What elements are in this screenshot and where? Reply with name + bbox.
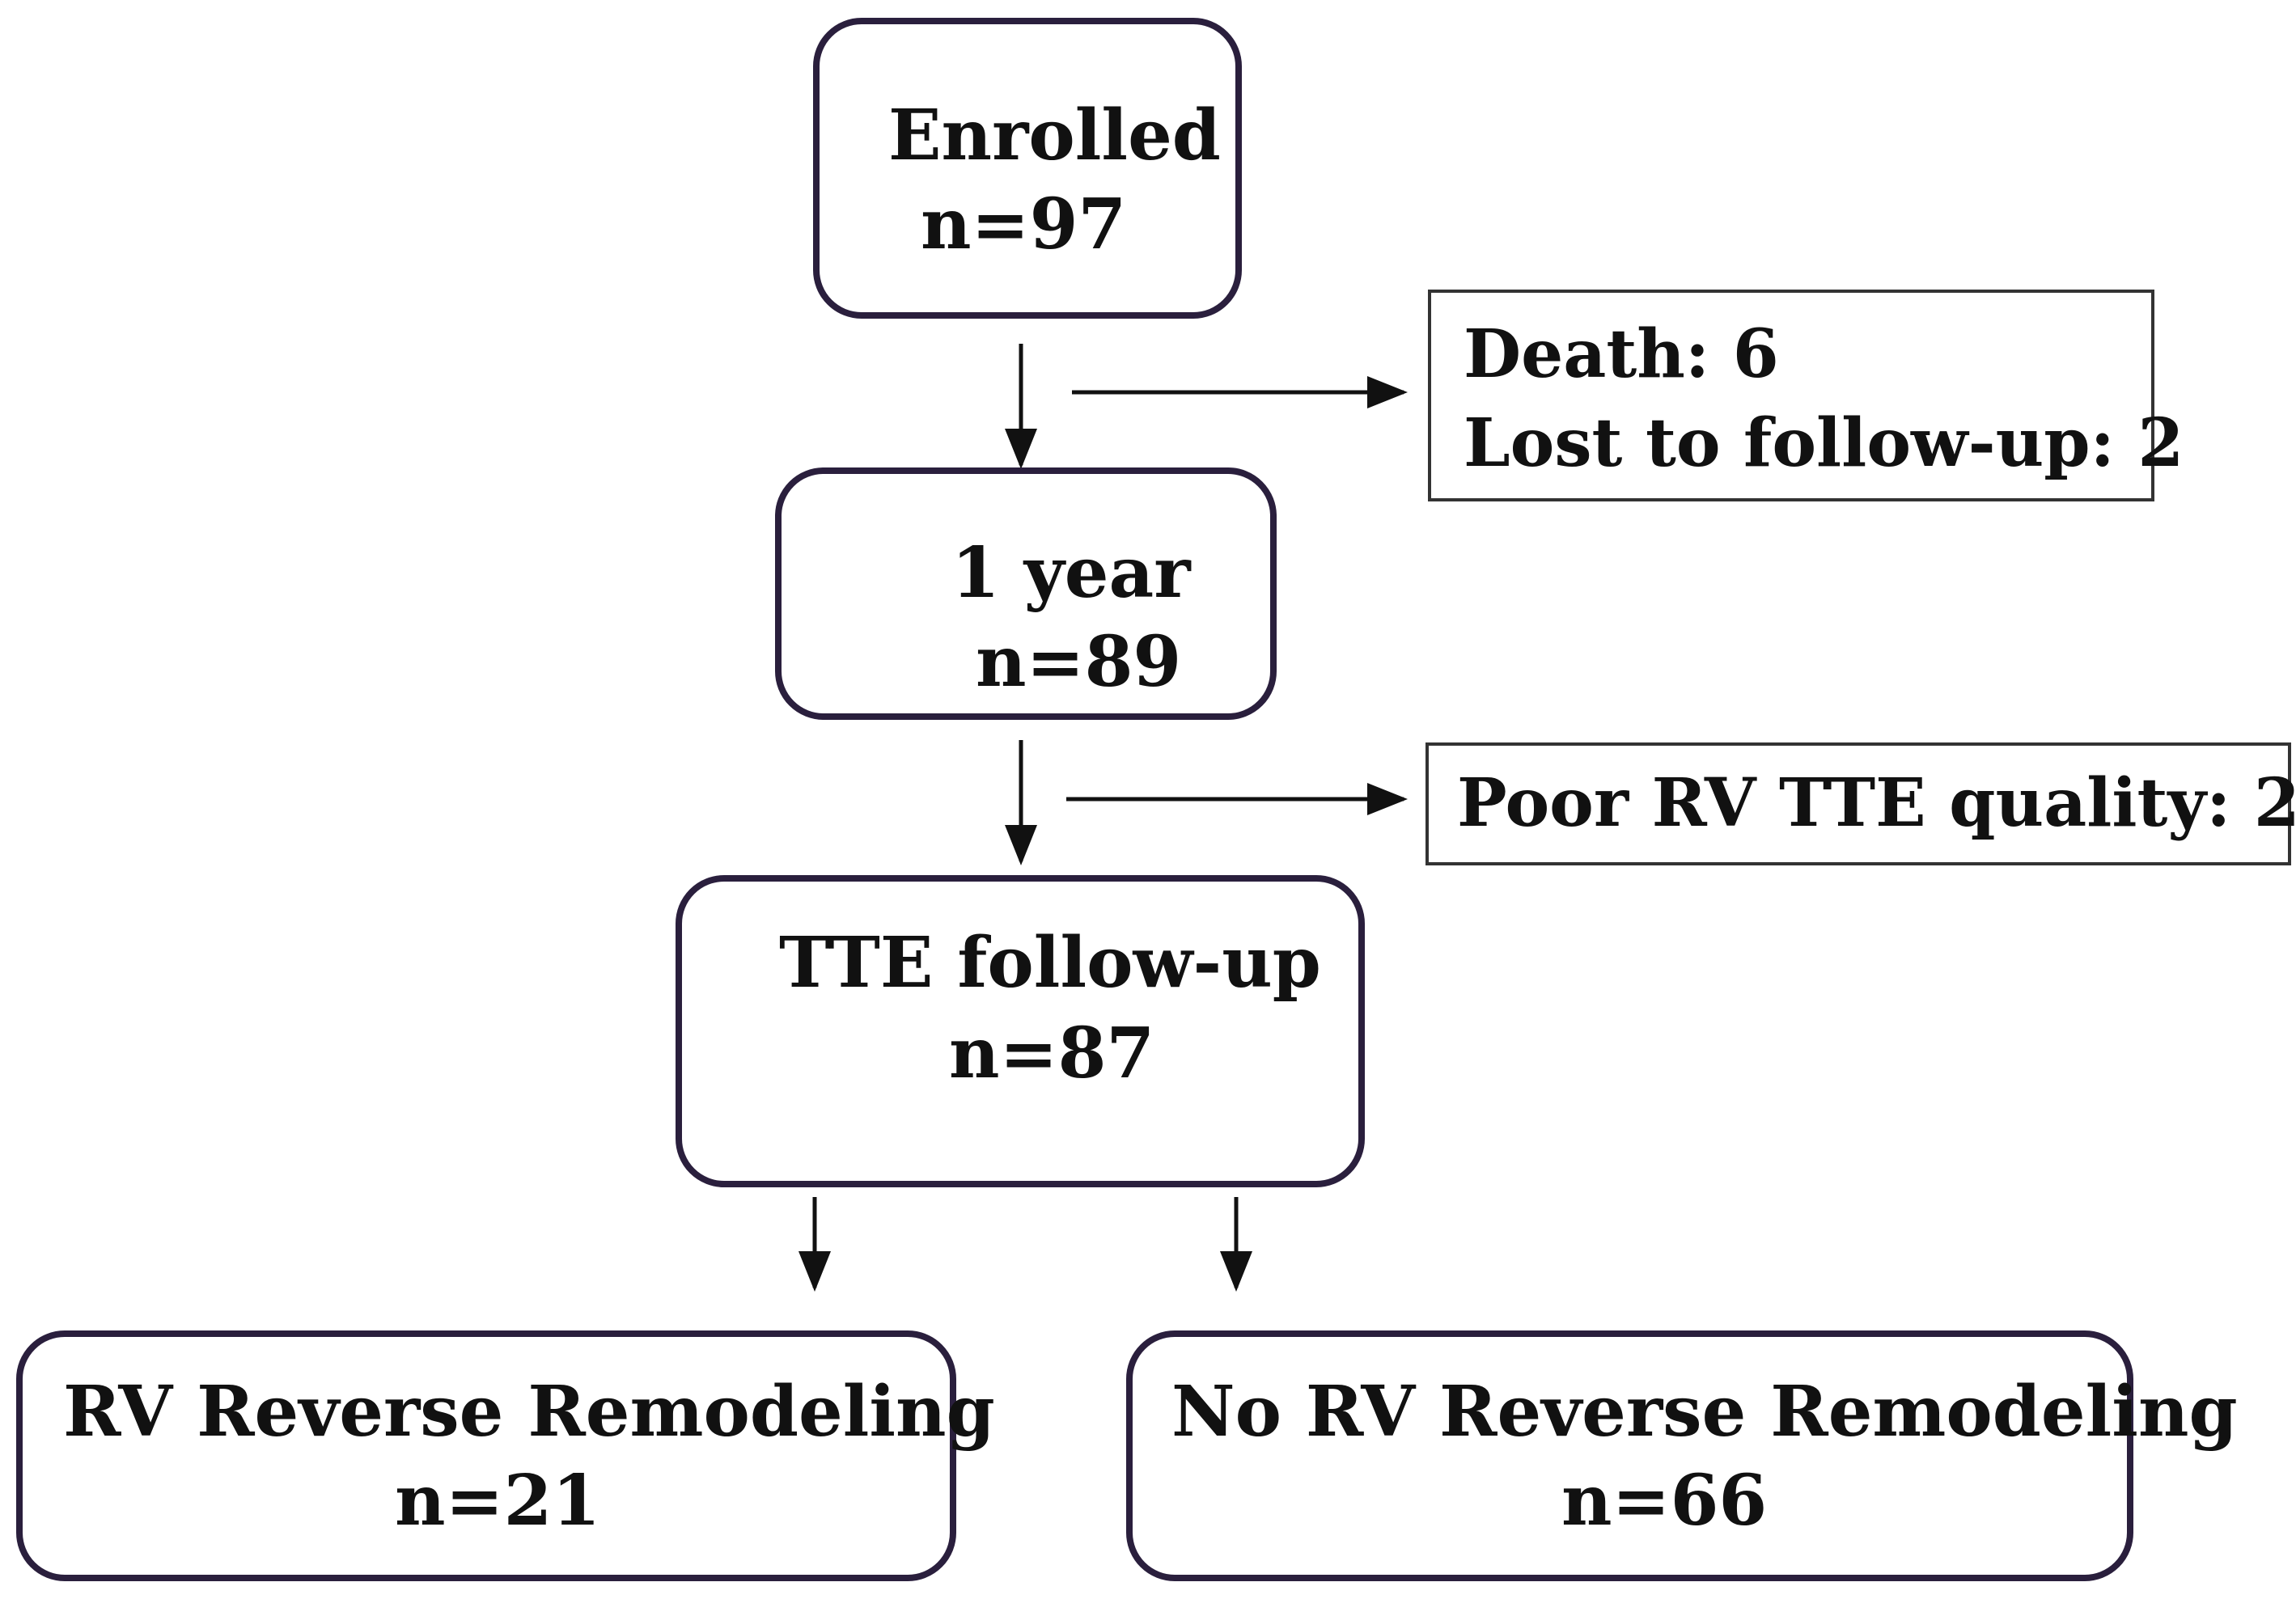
poor-quality-text: Poor RV TTE quality: 2 — [1457, 764, 2296, 842]
no-rv-remodeling-box: No RV Reverse Remodeling n=66 — [1126, 1330, 2238, 1581]
enrolled-count: n=97 — [921, 184, 1127, 265]
tte-followup-title: TTE follow-up — [779, 922, 1321, 1004]
rv-remodeling-box: RV Reverse Remodeling n=21 — [16, 1330, 995, 1581]
enrolled-box: Enrolled n=97 — [813, 18, 1242, 319]
death-count-text: Death: 6 — [1464, 315, 1779, 393]
rv-remodeling-count: n=21 — [395, 1460, 601, 1542]
death-lost-box: Death: 6 Lost to follow-up: 2 — [1428, 290, 2184, 501]
one-year-count: n=89 — [976, 621, 1182, 703]
lost-followup-text: Lost to follow-up: 2 — [1464, 404, 2184, 482]
enrolled-title: Enrolled — [888, 95, 1221, 176]
tte-followup-count: n=87 — [949, 1013, 1155, 1094]
tte-followup-box: TTE follow-up n=87 — [676, 875, 1365, 1187]
no-rv-remodeling-title: No RV Reverse Remodeling — [1171, 1371, 2238, 1453]
no-rv-remodeling-count: n=66 — [1561, 1460, 1768, 1542]
rv-remodeling-title: RV Reverse Remodeling — [63, 1371, 995, 1453]
one-year-title: 1 year — [951, 532, 1191, 614]
poor-quality-box: Poor RV TTE quality: 2 — [1425, 742, 2296, 865]
one-year-box: 1 year n=89 — [775, 467, 1277, 720]
